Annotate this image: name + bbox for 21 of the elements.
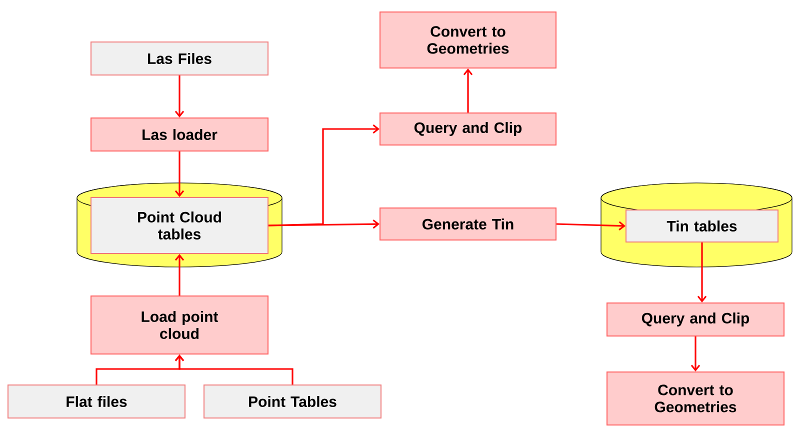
arrow	[268, 219, 380, 229]
arrow	[690, 336, 700, 372]
process-box: Convert to Geometries	[380, 12, 556, 68]
process-box: Query and Clip	[606, 302, 784, 336]
arrow	[174, 354, 294, 384]
process-box: Las loader	[90, 118, 268, 152]
arrow	[556, 221, 626, 230]
process-box: Load point cloud	[90, 296, 268, 354]
arrow	[463, 68, 473, 112]
arrow	[697, 242, 707, 302]
table-box: Point Tables	[204, 384, 382, 418]
table-box: Flat files	[8, 384, 186, 418]
arrow	[174, 152, 184, 197]
table-box: Las Files	[90, 42, 268, 76]
table-box: Tin tables	[626, 210, 778, 242]
arrow	[174, 76, 184, 118]
arrow	[174, 254, 184, 296]
table-box: Point Cloud tables	[90, 197, 268, 254]
process-box: Convert to Geometries	[606, 372, 784, 426]
process-box: Query and Clip	[380, 112, 556, 146]
process-box: Generate Tin	[380, 208, 556, 240]
